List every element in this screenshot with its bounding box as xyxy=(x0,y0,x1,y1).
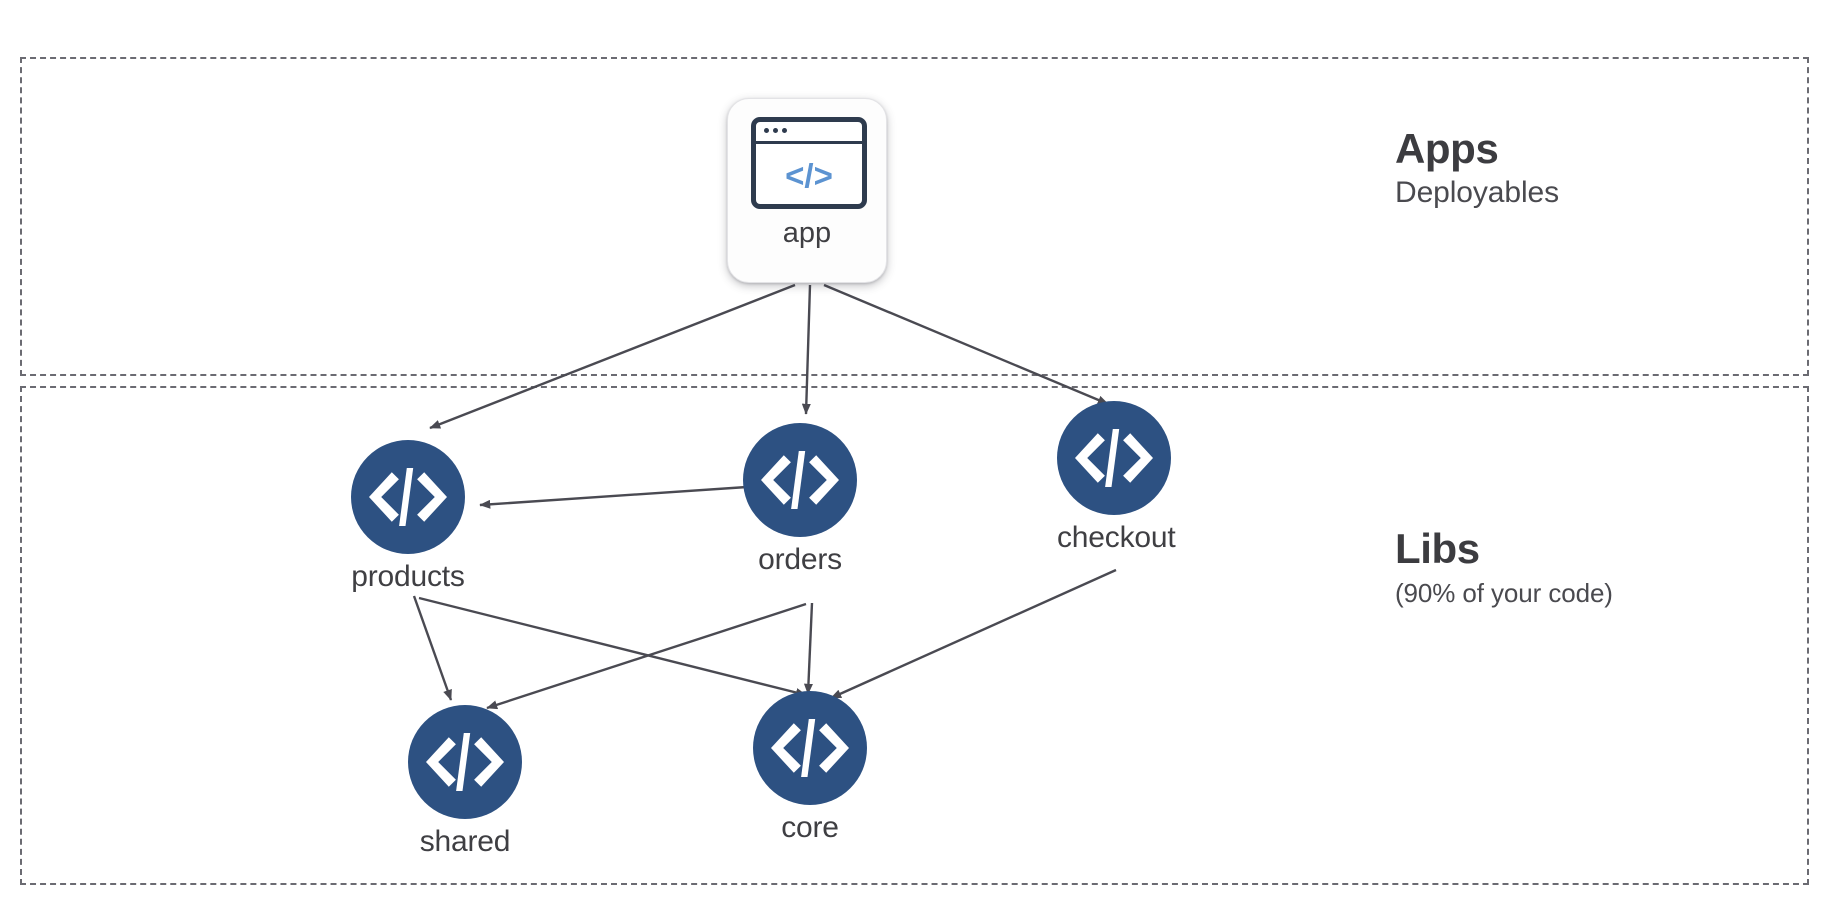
zone-libs-caption: Libs (90% of your code) xyxy=(1395,525,1613,609)
node-orders-label: orders xyxy=(758,543,842,576)
code-icon xyxy=(753,691,867,805)
zone-apps-title: Apps xyxy=(1395,125,1499,172)
node-checkout-label: checkout xyxy=(1057,521,1176,554)
node-core[interactable]: core xyxy=(753,691,867,845)
code-icon xyxy=(408,705,522,819)
zone-libs-subtitle: (90% of your code) xyxy=(1395,578,1613,609)
node-core-label: core xyxy=(781,811,839,844)
code-icon xyxy=(1057,401,1171,515)
node-app[interactable]: </> app xyxy=(727,98,887,283)
code-icon xyxy=(743,423,857,537)
code-glyph: </> xyxy=(785,156,833,194)
zone-libs-title: Libs xyxy=(1395,525,1480,572)
node-orders[interactable]: orders xyxy=(743,423,857,577)
zone-libs xyxy=(20,386,1809,885)
zone-apps-caption: Apps Deployables xyxy=(1395,126,1559,210)
node-shared[interactable]: shared xyxy=(408,705,522,859)
browser-window-code-icon: </> xyxy=(751,117,867,209)
browser-titlebar xyxy=(756,122,862,144)
zone-apps-subtitle: Deployables xyxy=(1395,176,1560,210)
node-shared-label: shared xyxy=(419,825,511,858)
window-dots-icon xyxy=(764,128,787,133)
node-products[interactable]: products xyxy=(351,440,465,594)
code-icon xyxy=(351,440,465,554)
node-products-label: products xyxy=(351,560,465,593)
zone-apps xyxy=(20,57,1809,376)
node-app-label: app xyxy=(782,217,832,249)
node-checkout[interactable]: checkout xyxy=(1057,401,1176,555)
